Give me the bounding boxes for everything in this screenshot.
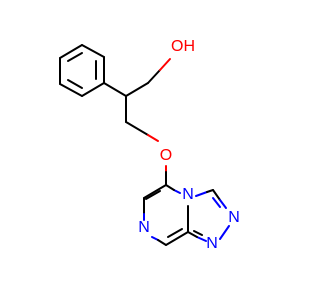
bond-c8-to-c8a-inner: [167, 228, 183, 238]
bond-ether-o-red-left: [147, 134, 159, 142]
triazole-nitrogen-right-label: N: [228, 209, 240, 226]
bond-c5-to-bridgehead-blue: [173, 189, 181, 194]
bridgehead-nitrogen-label: N: [182, 186, 194, 203]
bond-n7-to-c8: [157, 239, 167, 246]
bicyclic-core: [143, 171, 230, 246]
bond-n7-to-c8-blue: [151, 236, 159, 241]
pyrazine-nitrogen-label: N: [138, 219, 150, 236]
bond-c5-to-c6-inner: [145, 190, 161, 200]
phenyl-ring: [59, 44, 105, 97]
bond-chiral-to-ch2-top: [125, 82, 149, 97]
bond-bridgehead-to-c3: [206, 189, 214, 193]
bond-phenyl-inner-1: [67, 52, 83, 62]
bond-phenyl-inner-3: [67, 79, 83, 89]
aliphatic-chain: [103, 58, 171, 173]
bond-ch2-to-hydroxyl: [147, 69, 161, 84]
bond-n2-to-n1-blue: [219, 225, 230, 240]
bond-c3-to-n2-blue: [219, 199, 227, 209]
bond-phenyl-1: [59, 44, 83, 59]
ether-oxygen-label: O: [160, 147, 172, 164]
bond-n1-to-c8a-inner: [193, 230, 203, 236]
bond-n1-to-c8a-blue: [196, 236, 207, 242]
bond-hydroxyl-red: [159, 58, 171, 71]
bond-phenyl-5: [59, 83, 83, 97]
bond-bridgehead-to-c3-blue: [195, 191, 208, 197]
atom-labels: OH O N N N N: [138, 38, 240, 252]
bond-c5-to-bridgehead: [165, 184, 175, 191]
bond-c5-to-c6: [143, 184, 167, 199]
bond-phenyl-to-chiral: [103, 82, 127, 97]
bond-c3-to-n2: [212, 189, 221, 201]
bond-phenyl-4: [81, 82, 105, 97]
triazole-nitrogen-bottom-label: N: [206, 235, 218, 252]
bond-n1-to-c8a: [187, 231, 198, 238]
bond-ch2-to-ether-o: [125, 121, 149, 136]
bond-c3-to-n2-inner-blue: [212, 197, 221, 208]
bond-phenyl-2: [81, 44, 105, 58]
hydroxyl-label: OH: [171, 38, 195, 55]
molecule-diagram: OH O N N N N: [59, 38, 240, 252]
bond-c8-to-c8a: [165, 231, 189, 246]
